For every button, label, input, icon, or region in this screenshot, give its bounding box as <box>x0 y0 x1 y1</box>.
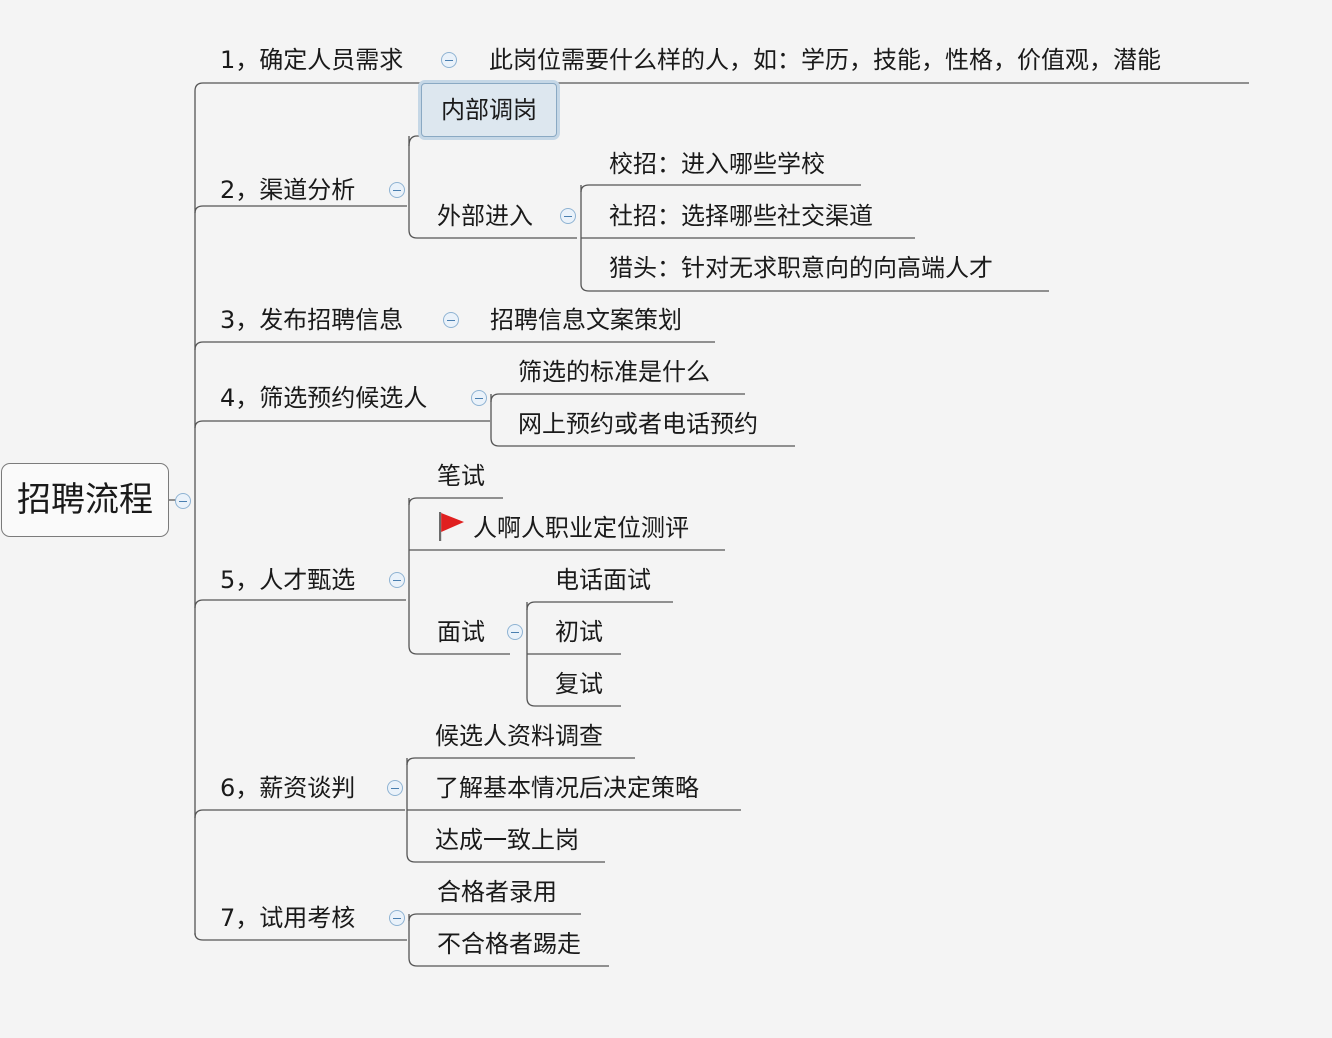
collapse-step-3-icon[interactable] <box>443 312 459 328</box>
step-3-topic[interactable]: 3，发布招聘信息 <box>220 306 404 334</box>
red-flag-icon <box>439 512 464 541</box>
step-6-topic[interactable]: 6，薪资谈判 <box>220 774 356 802</box>
step-3-note[interactable]: 招聘信息文案策划 <box>490 306 682 334</box>
collapse-step-4-icon[interactable] <box>471 390 487 406</box>
internal-transfer-topic[interactable]: 内部调岗 <box>421 83 557 137</box>
strategy-topic[interactable]: 了解基本情况后决定策略 <box>435 774 699 802</box>
step-1-note[interactable]: 此岗位需要什么样的人，如：学历，技能，性格，价值观，潜能 <box>489 46 1161 74</box>
collapse-step-1-icon[interactable] <box>441 52 457 68</box>
screening-standard-topic[interactable]: 筛选的标准是什么 <box>518 358 710 386</box>
collapse-step-5-icon[interactable] <box>389 572 405 588</box>
first-interview-topic[interactable]: 初试 <box>555 618 603 646</box>
collapse-step-2-icon[interactable] <box>389 182 405 198</box>
step-1-topic[interactable]: 1，确定人员需求 <box>220 46 404 74</box>
collapse-step-7-icon[interactable] <box>389 910 405 926</box>
pass-topic[interactable]: 合格者录用 <box>437 878 557 906</box>
career-assessment-topic[interactable]: 人啊人职业定位测评 <box>473 514 689 542</box>
agreement-topic[interactable]: 达成一致上岗 <box>435 826 579 854</box>
background-check-topic[interactable]: 候选人资料调查 <box>435 722 603 750</box>
collapse-interview-icon[interactable] <box>507 624 523 640</box>
collapse-step-6-icon[interactable] <box>387 780 403 796</box>
phone-interview-topic[interactable]: 电话面试 <box>555 566 651 594</box>
step-4-topic[interactable]: 4，筛选预约候选人 <box>220 384 428 412</box>
step-5-topic[interactable]: 5，人才甄选 <box>220 566 356 594</box>
fail-topic[interactable]: 不合格者踢走 <box>437 930 581 958</box>
interview-topic[interactable]: 面试 <box>437 618 485 646</box>
written-test-topic[interactable]: 笔试 <box>437 462 485 490</box>
step-7-topic[interactable]: 7，试用考核 <box>220 904 356 932</box>
social-recruit-topic[interactable]: 社招：选择哪些社交渠道 <box>609 202 873 230</box>
external-entry-topic[interactable]: 外部进入 <box>437 202 533 230</box>
collapse-root-icon[interactable] <box>175 493 191 509</box>
appointment-topic[interactable]: 网上预约或者电话预约 <box>518 410 758 438</box>
collapse-external-icon[interactable] <box>560 208 576 224</box>
headhunter-topic[interactable]: 猎头：针对无求职意向的向高端人才 <box>609 254 993 282</box>
campus-recruit-topic[interactable]: 校招：进入哪些学校 <box>609 150 825 178</box>
second-interview-topic[interactable]: 复试 <box>555 670 603 698</box>
step-2-topic[interactable]: 2，渠道分析 <box>220 176 356 204</box>
root-topic[interactable]: 招聘流程 <box>1 463 169 537</box>
